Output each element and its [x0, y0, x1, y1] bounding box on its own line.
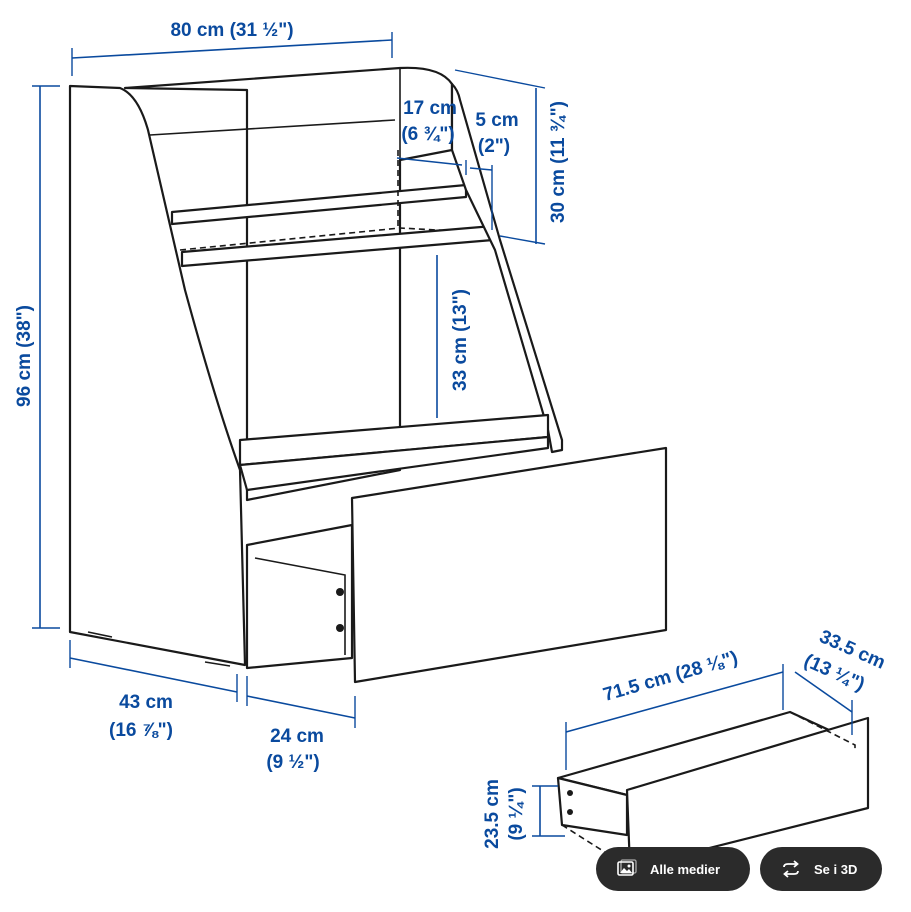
main-dimension-lines — [32, 32, 546, 728]
view-3d-button[interactable]: Se i 3D — [760, 847, 882, 891]
top-height-label: 30 cm (11 ¾") — [548, 101, 569, 223]
base-depth-dim-line — [69, 657, 238, 693]
rail-label-in: (2") — [478, 136, 510, 157]
depth-label-in: (6 ¾") — [401, 124, 454, 145]
drawer-width-dim-line — [565, 671, 784, 733]
bookcase-outline — [68, 66, 668, 684]
back-panel — [123, 66, 454, 502]
drawer-bolt-top — [336, 588, 344, 596]
all-media-label: Alle medier — [650, 861, 721, 877]
drawer-front — [625, 716, 870, 870]
total-height-label: 96 cm (38") — [14, 305, 35, 407]
drawer-hidden-bottom — [561, 824, 631, 869]
drawer-height-label-cm: 23.5 cm — [482, 779, 503, 849]
width-dim-line — [71, 39, 393, 59]
image-gallery-icon — [616, 858, 638, 880]
shelf-gap-label: 33 cm (13") — [450, 289, 471, 391]
drawer-ext-label-cm: 24 cm — [270, 726, 324, 747]
left-foot — [87, 631, 113, 638]
all-media-button[interactable]: Alle medier — [596, 847, 750, 891]
right-foot — [204, 661, 231, 667]
rail-dim-line — [469, 167, 493, 171]
depth-dim-line — [396, 157, 463, 166]
left-side-panel — [68, 84, 247, 667]
drawer-bolt-bottom — [336, 624, 344, 632]
rail-label-cm: 5 cm — [475, 110, 518, 131]
drawer-ext-dim-line — [246, 695, 356, 719]
drawer-front-panel — [350, 446, 668, 684]
drawer-width-label: 71.5 cm (28 ⅛") — [601, 647, 740, 705]
drawer-detail-drawing — [556, 710, 870, 870]
drawer-box-side — [245, 523, 354, 670]
main-dimension-labels: 80 cm (31 ½") 17 cm (6 ¾") 5 cm (2") 30 … — [14, 20, 569, 773]
base-depth-label-cm: 43 cm — [119, 692, 173, 713]
drawer-left-side — [556, 776, 629, 837]
drawer-height-label-in: (9 ¼") — [506, 787, 527, 840]
base-depth-label-in: (16 ⅞") — [109, 720, 173, 741]
middle-shelf-front — [238, 435, 550, 492]
width-label: 80 cm (31 ½") — [170, 20, 293, 41]
drawer-ext-label-in: (9 ½") — [266, 752, 319, 773]
drawer-inner-edge — [254, 557, 346, 655]
drawer-dimension-lines — [532, 664, 853, 837]
depth-label-cm: 17 cm — [403, 98, 457, 119]
rotate-3d-icon — [780, 858, 802, 880]
back-top-rail — [149, 119, 396, 136]
view-3d-label: Se i 3D — [814, 861, 858, 877]
top-display-shelf — [170, 183, 468, 226]
drawer-depth-dim-line — [794, 671, 853, 713]
drawer-hidden-back — [789, 711, 856, 750]
right-side-panel — [450, 82, 564, 454]
